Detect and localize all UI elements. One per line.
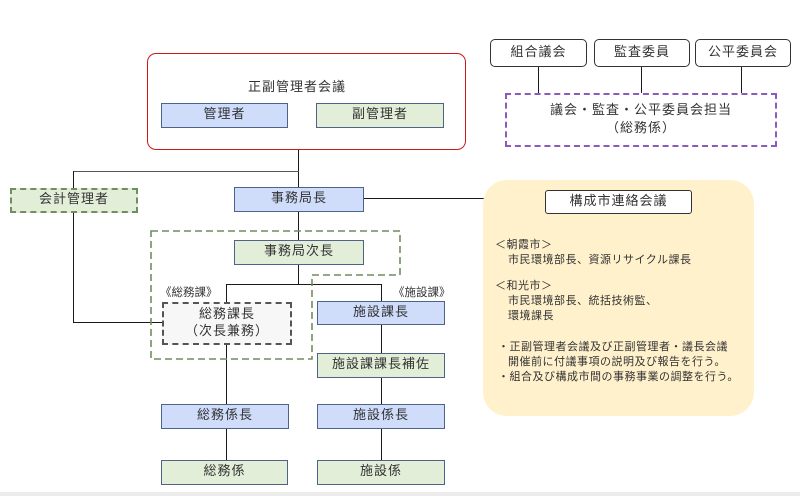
- council-frame: [147, 53, 466, 150]
- connector-deputy-down: [298, 265, 300, 284]
- connector-facchief-to-assistant: [381, 325, 383, 353]
- connector-council-down: [298, 150, 300, 187]
- liaison-title-box[interactable]: 構成市連絡会議: [545, 190, 692, 214]
- council-title: 正副管理者会議: [248, 80, 347, 95]
- liaison-panel: [483, 180, 754, 416]
- connector-gaunitchief-to-unit: [226, 429, 228, 460]
- connector-to-accounting: [73, 171, 299, 173]
- connector-accounting-vertical: [73, 171, 75, 323]
- connector-section-split: [226, 284, 381, 286]
- connector-committee-3: [741, 67, 743, 94]
- facilities-chief-box[interactable]: 施設課長: [317, 301, 445, 325]
- connector-committee-1: [538, 67, 540, 94]
- committee-audit-box[interactable]: 監査委員: [594, 39, 690, 67]
- general-affairs-chief-line1: 総務課長: [198, 306, 255, 322]
- liaison-duty1-line2: 開催前に付議事項の説明及び報告を行う。: [508, 355, 726, 368]
- general-affairs-chief-box[interactable]: 総務課長 （次長兼務）: [162, 302, 292, 345]
- general-affairs-chief-line2: （次長兼務）: [184, 323, 269, 339]
- liaison-city2-members-line1: 市民環境部長、統括技術監、: [508, 294, 658, 307]
- liaison-duty1-line1: ・正副管理者会議及び正副管理者・議長会議: [498, 340, 728, 353]
- connector-director-to-liaison: [364, 198, 484, 200]
- general-affairs-section-label: 《総務課》: [160, 285, 218, 299]
- connector-assistant-to-facunitchief: [381, 378, 383, 404]
- secretariat-deputy-box[interactable]: 事務局次長: [234, 240, 364, 265]
- committee-handler-line1: 議会・監査・公平委員会担当: [549, 103, 732, 119]
- facilities-unit-box[interactable]: 施設係: [317, 460, 445, 485]
- committee-handler-box[interactable]: 議会・監査・公平委員会担当 （総務係）: [505, 93, 777, 147]
- secretariat-director-box[interactable]: 事務局長: [234, 187, 364, 212]
- connector-accounting-to-gachief: [73, 322, 163, 324]
- connector-facunitchief-to-unit: [381, 429, 383, 460]
- connector-to-facchief: [381, 284, 383, 301]
- connector-director-to-deputy: [298, 212, 300, 240]
- liaison-city1-name: ＜朝霞市＞: [495, 238, 553, 251]
- connector-committee-2: [641, 67, 643, 94]
- committee-handler-line2: （総務係）: [605, 121, 676, 136]
- connector-to-gachief: [226, 284, 228, 302]
- facilities-assistant-chief-box[interactable]: 施設課課長補佐: [317, 353, 445, 378]
- facilities-section-label: 《施設課》: [393, 285, 451, 299]
- vice-manager-box[interactable]: 副管理者: [316, 103, 444, 128]
- committee-fairness-box[interactable]: 公平委員会: [695, 39, 791, 67]
- general-affairs-unit-chief-box[interactable]: 総務係長: [161, 404, 289, 429]
- bottom-scroll-edge: [0, 492, 800, 496]
- facilities-unit-chief-box[interactable]: 施設係長: [317, 404, 445, 429]
- general-affairs-unit-box[interactable]: 総務係: [161, 460, 288, 485]
- committee-assembly-box[interactable]: 組合議会: [490, 39, 587, 67]
- liaison-city1-members: 市民環境部長、資源リサイクル課長: [508, 253, 692, 266]
- liaison-duty2: ・組合及び構成市間の事務事業の調整を行う。: [498, 370, 739, 383]
- liaison-city2-name: ＜和光市＞: [495, 279, 553, 292]
- liaison-city2-members-line2: 環境課長: [508, 309, 554, 322]
- accounting-manager-box[interactable]: 会計管理者: [10, 188, 138, 213]
- manager-box[interactable]: 管理者: [161, 103, 288, 128]
- connector-gachief-to-unitchief: [226, 345, 228, 404]
